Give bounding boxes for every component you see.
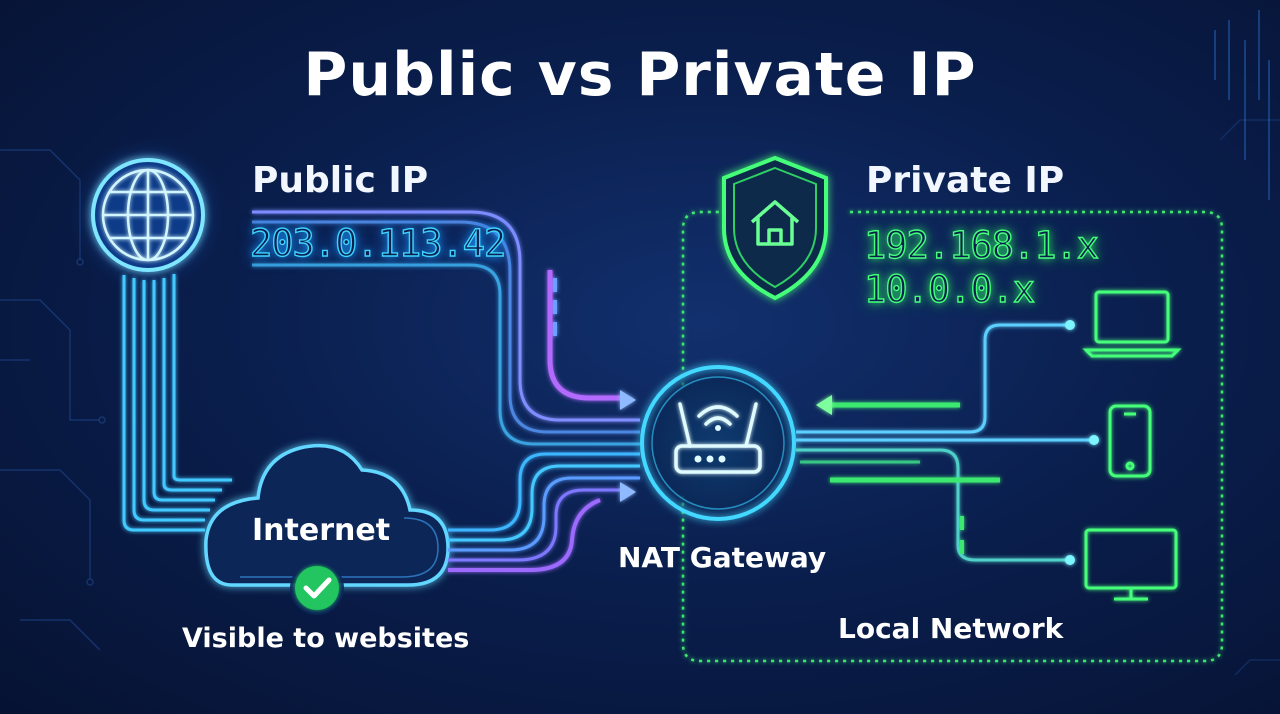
monitor-icon <box>1084 528 1178 601</box>
page-title: Public vs Private IP <box>303 40 977 110</box>
check-circle-icon <box>290 561 344 615</box>
nat-to-devices-lines <box>796 323 1092 562</box>
globe-to-cloud-lines <box>122 274 232 532</box>
laptop-icon <box>1082 290 1182 358</box>
binary-rain <box>1214 10 1270 200</box>
public-ip-flow-lines <box>252 210 640 446</box>
public-ip-label: Public IP <box>252 160 429 201</box>
shield-home-icon <box>722 155 828 301</box>
nat-gateway-label: NAT Gateway <box>618 541 827 574</box>
arrow-into-nat-bottom <box>620 482 636 502</box>
internet-label: Internet <box>252 513 391 548</box>
local-network-label: Local Network <box>838 612 1064 645</box>
globe-icon <box>68 135 228 295</box>
arrow-into-nat-from-lan <box>816 395 832 415</box>
router-icon <box>640 365 796 521</box>
private-ip-address-range: 192.168.1.x <box>863 223 1099 267</box>
phone-icon <box>1108 404 1152 478</box>
private-ip-label: Private IP <box>866 160 1065 201</box>
cloud-icon <box>204 443 450 587</box>
circuit-traces-right <box>1219 119 1280 676</box>
public-ip-address: 203.0.113.42 <box>249 221 507 265</box>
device-connection-dots <box>1065 320 1099 565</box>
cloud-to-nat-lines <box>448 452 640 572</box>
arrow-into-nat-top <box>620 390 636 410</box>
internet-status-text: Visible to websites <box>182 623 470 654</box>
private-ip-address-range: 10.0.0.x <box>863 267 1036 311</box>
